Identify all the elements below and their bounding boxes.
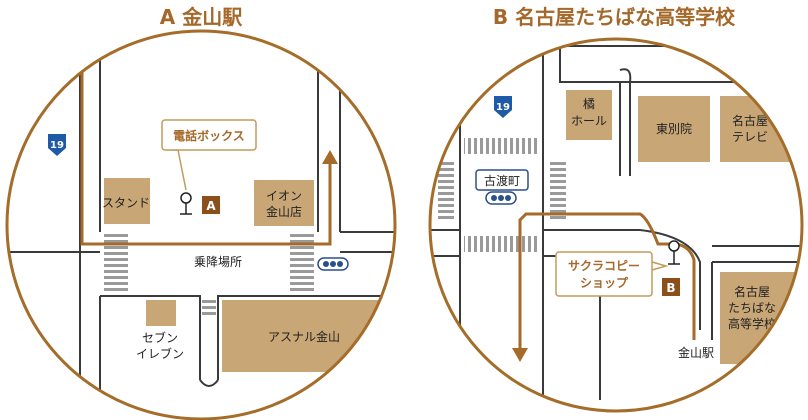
label-aeon-1: イオン: [266, 189, 302, 203]
callout-phone-booth: 電話ボックス: [161, 119, 257, 191]
label-tachibana-hall-1: 橘: [583, 96, 595, 111]
map-a-title: A 金山駅: [160, 5, 242, 29]
label-stop: 乗降場所: [194, 255, 242, 269]
route-arrow-icon: [512, 348, 528, 362]
callout-phone-booth-text: 電話ボックス: [173, 128, 245, 143]
building-stand: [104, 178, 150, 224]
route-arrow-icon: [322, 150, 338, 164]
callout-sakura-copy: サクラコピー ショップ: [555, 251, 669, 297]
label-seven-1: セブン: [142, 330, 178, 345]
route-19-badge-text: 19: [496, 102, 510, 113]
marker-b-badge: [662, 278, 680, 296]
marker-a-badge: [202, 196, 220, 214]
building-tachibana-hall: [566, 90, 612, 140]
route-19-badge-icon: 19: [48, 134, 66, 156]
label-kanayama-station: 金山駅: [678, 345, 714, 360]
label-asunal: アスナル金山: [268, 329, 340, 344]
building-tobetsuin: [638, 96, 710, 162]
map-b: B 名古屋たちばな高等学校: [428, 5, 804, 413]
label-school-2: たちばな: [728, 301, 776, 315]
location-pin-icon: [180, 192, 192, 215]
traffic-signal-icon: [485, 191, 517, 205]
crosswalk: [104, 232, 128, 292]
label-tobetsuin: 東別院: [656, 122, 692, 136]
marker-b-text: B: [666, 281, 675, 295]
callout-sakura-copy-text-1: サクラコピー: [568, 259, 640, 273]
map-b-title: B 名古屋たちばな高等学校: [493, 5, 736, 29]
label-seven-2: イレブン: [136, 346, 184, 361]
label-aeon-2: 金山店: [266, 204, 302, 219]
label-kowatari: 古渡町: [484, 173, 520, 188]
building-seven: [146, 300, 176, 326]
crosswalk: [464, 236, 540, 252]
label-tachibana-hall-2: ホール: [571, 114, 607, 128]
crosswalk: [290, 232, 314, 292]
map-b-area: 古渡町 橘 ホール 東別院 名古屋 テレビ 名古屋 たちばな 高等学校 金山駅 …: [430, 39, 802, 411]
kowatari-sign: [475, 169, 529, 191]
label-nagoya-tv-1: 名古屋: [732, 113, 768, 128]
label-school-3: 高等学校: [728, 316, 776, 331]
crosswalk: [202, 300, 216, 316]
label-stand: スタンド: [102, 196, 150, 210]
building-aeon: [254, 180, 314, 226]
route-19-badge-icon: 19: [494, 96, 512, 118]
map-b-route: [518, 212, 696, 352]
crosswalk: [438, 160, 454, 220]
building-nagoya-tv: [720, 96, 802, 162]
crosswalk: [464, 138, 540, 154]
map-b-border: [428, 37, 804, 413]
crosswalk: [550, 160, 566, 220]
callout-sakura-copy-text-2: ショップ: [580, 275, 629, 290]
map-a: A 金山駅: [5, 5, 397, 420]
traffic-signal-icon: [317, 257, 349, 271]
map-a-route: [80, 31, 332, 246]
label-school-1: 名古屋: [734, 284, 770, 299]
location-pin-icon: [668, 240, 680, 265]
route-19-badge-text: 19: [50, 140, 64, 151]
map-a-border: [5, 29, 397, 420]
map-a-area: スタンド イオン 金山店 乗降場所 セブン イレブン アスナル金山 電話ボックス…: [7, 31, 395, 419]
label-nagoya-tv-2: テレビ: [732, 130, 768, 144]
marker-a-text: A: [206, 199, 216, 213]
